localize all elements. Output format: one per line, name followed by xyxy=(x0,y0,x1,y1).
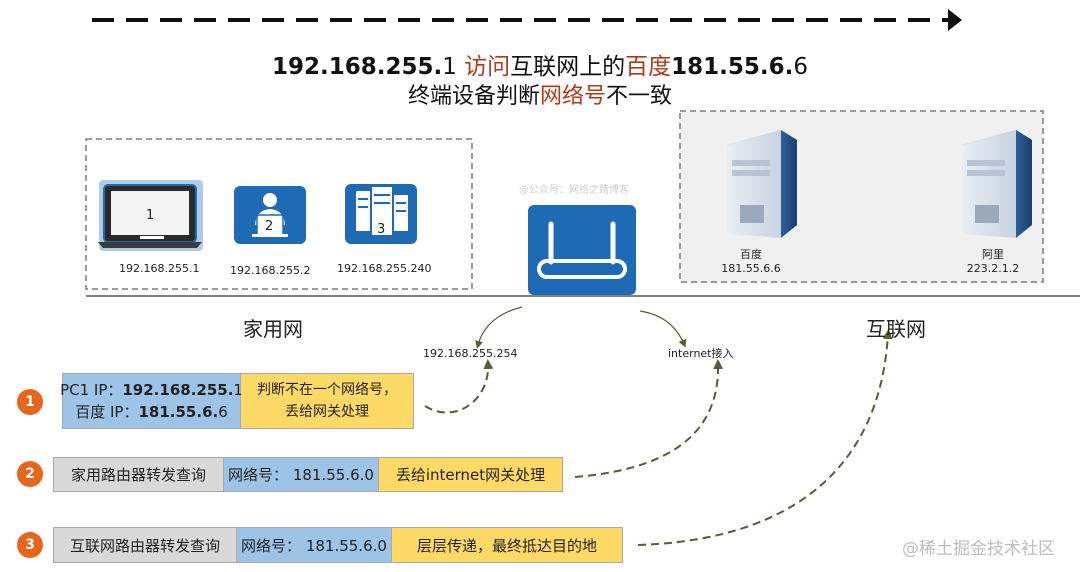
title-line-1: 192.168.255.1 访问互联网上的百度181.55.6.6 xyxy=(271,54,809,80)
step1-gateway-arrow xyxy=(424,359,494,414)
router-watermark: @公众号：网络之路博客 xyxy=(519,185,629,196)
ali-server-icon xyxy=(962,130,1032,238)
step-2-network-cell: 网络号： 181.55.6.0 xyxy=(224,458,379,491)
step-3-action-cell: 层层传递，最终抵达目的地 xyxy=(392,528,622,562)
step-1-pc1-line: PC1 IP：192.168.255.1 xyxy=(60,381,243,399)
home-network-label: 家用网 xyxy=(243,317,303,341)
ali-server-name: 阿里 xyxy=(982,248,1004,261)
footer-watermark: @稀土掘金技术社区 xyxy=(902,539,1055,559)
user-workstation-icon xyxy=(234,186,306,244)
step-1-badge: 1 xyxy=(17,389,43,415)
step-3-row: 互联网路由器转发查询 网络号： 181.55.6.0 层层传递，最终抵达目的地 xyxy=(53,527,623,563)
step-2-action-cell: 丢给internet网关处理 xyxy=(379,458,562,491)
step-1-baidu-line: 百度 IP：181.55.6.6 xyxy=(75,403,228,421)
laptop-icon xyxy=(98,180,203,251)
device-2-ip: 192.168.255.2 xyxy=(230,264,311,277)
baidu-server-ip: 181.55.6.6 xyxy=(721,262,781,275)
ali-server-ip: 223.2.1.2 xyxy=(966,262,1020,275)
device-1-ip: 192.168.255.1 xyxy=(119,262,200,275)
router-lan-arrow xyxy=(475,306,523,349)
step-1-decision-line-1: 判断不在一个网络号， xyxy=(257,382,397,398)
title-line-2: 终端设备判断网络号不一致 xyxy=(407,84,673,109)
baidu-server-name: 百度 xyxy=(740,248,762,261)
device-3-ip: 192.168.255.240 xyxy=(337,262,432,275)
internet-label: 互联网 xyxy=(866,317,926,341)
step-3-device-cell: 互联网路由器转发查询 xyxy=(54,528,237,562)
step3-destination-arrow xyxy=(637,329,893,546)
device-2-number: 2 xyxy=(265,219,274,234)
step2-internet-arrow xyxy=(574,359,724,478)
device-1-number: 1 xyxy=(146,208,155,223)
top-flow-arrow xyxy=(92,9,962,31)
router-wan-label: internet接入 xyxy=(668,347,734,360)
step-2-badge: 2 xyxy=(17,461,43,487)
step-1-row: PC1 IP：192.168.255.1 百度 IP：181.55.6.6 判断… xyxy=(60,373,414,429)
device-3-number: 3 xyxy=(377,222,386,237)
router-icon xyxy=(528,205,636,295)
server-rack-icon xyxy=(345,184,417,244)
step-1-decision-line-2: 丢给网关处理 xyxy=(285,404,369,420)
step-2-row: 家用路由器转发查询 网络号： 181.55.6.0 丢给internet网关处理 xyxy=(53,457,563,492)
step-3-badge: 3 xyxy=(17,532,43,558)
step-3-network-cell: 网络号： 181.55.6.0 xyxy=(237,528,392,562)
baidu-server-icon xyxy=(727,130,797,238)
home-network-zone xyxy=(85,138,473,290)
ali-server-label: 阿里 223.2.1.2 xyxy=(948,248,1038,276)
baidu-server-label: 百度 181.55.6.6 xyxy=(706,248,796,276)
router-lan-ip: 192.168.255.254 xyxy=(423,347,518,360)
step-1-decision-cell: 判断不在一个网络号， 丢给网关处理 xyxy=(241,374,413,428)
step-2-device-cell: 家用路由器转发查询 xyxy=(54,458,224,491)
router-wan-arrow xyxy=(639,310,687,348)
step-1-ip-cell: PC1 IP：192.168.255.1 百度 IP：181.55.6.6 xyxy=(60,374,243,428)
